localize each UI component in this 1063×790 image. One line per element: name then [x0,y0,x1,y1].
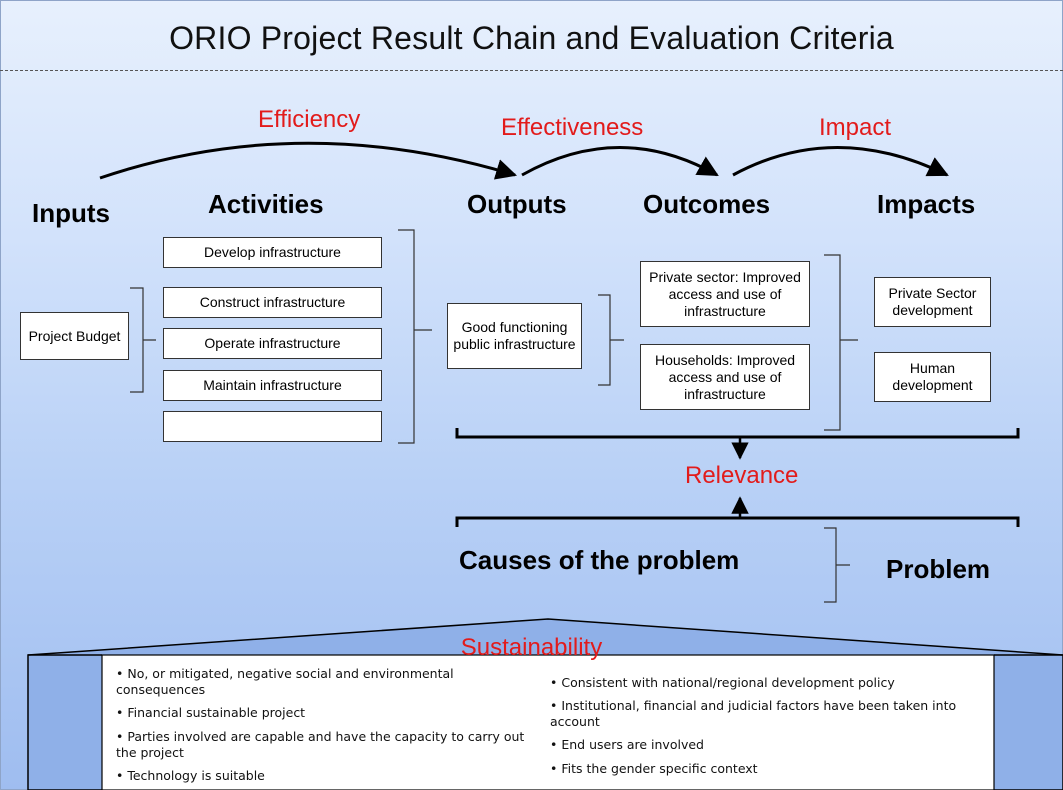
causes-of-problem: Causes of the problem [459,545,740,575]
sustainability-item: • Technology is suitable [116,768,265,783]
sustainability-item: • Fits the gender specific context [550,761,758,776]
activity-box-empty [163,411,382,442]
sustainability-item: • Financial sustainable project [116,705,306,720]
activity-box: Operate infrastructure [163,328,382,359]
effectiveness-arc [521,146,719,177]
sustainability-panel [101,654,995,790]
output-bracket [598,294,624,386]
title-divider [0,70,1063,71]
outcomes-bracket [824,254,858,431]
project-budget-box: Project Budget [20,312,129,360]
sustainability-item: • Consistent with national/regional deve… [550,675,895,690]
relevance-upper-bracket [455,428,1020,439]
outcome-box-private-sector: Private sector: Improved access and use … [640,261,810,327]
relevance-label: Relevance [685,462,799,489]
relevance-lower-bracket [455,516,1020,527]
output-box: Good functioning public infrastructure [447,303,582,369]
diagram-title: ORIO Project Result Chain and Evaluation… [169,20,894,56]
sustainability-label: Sustainability [460,634,603,661]
efficiency-arc [99,141,518,180]
activity-box: Construct infrastructure [163,287,382,318]
activity-box: Develop infrastructure [163,237,382,268]
sustainability-item: • No, or mitigated, negative social and … [116,666,454,697]
heading-activities: Activities [208,189,324,219]
effectiveness-label: Effectiveness [501,114,644,141]
efficiency-label: Efficiency [258,106,361,133]
activities-bracket [398,229,432,444]
problem-bracket [824,527,850,603]
sustainability-item: • End users are involved [550,737,704,752]
heading-inputs: Inputs [32,198,110,228]
impact-box-human: Human development [874,352,991,402]
sustainability-item: • Institutional, financial and judicial … [550,698,957,729]
heading-outcomes: Outcomes [643,189,771,219]
activity-box: Maintain infrastructure [163,370,382,401]
budget-bracket [130,287,156,393]
problem-label: Problem [886,554,991,584]
outcome-box-households: Households: Improved access and use of i… [640,344,810,410]
sustainability-item: • Parties involved are capable and have … [116,729,525,760]
heading-outputs: Outputs [467,189,567,219]
heading-impacts: Impacts [877,189,976,219]
impact-arc [732,146,949,177]
impact-box-private-sector: Private Sector development [874,277,991,327]
impact-label: Impact [819,114,892,141]
